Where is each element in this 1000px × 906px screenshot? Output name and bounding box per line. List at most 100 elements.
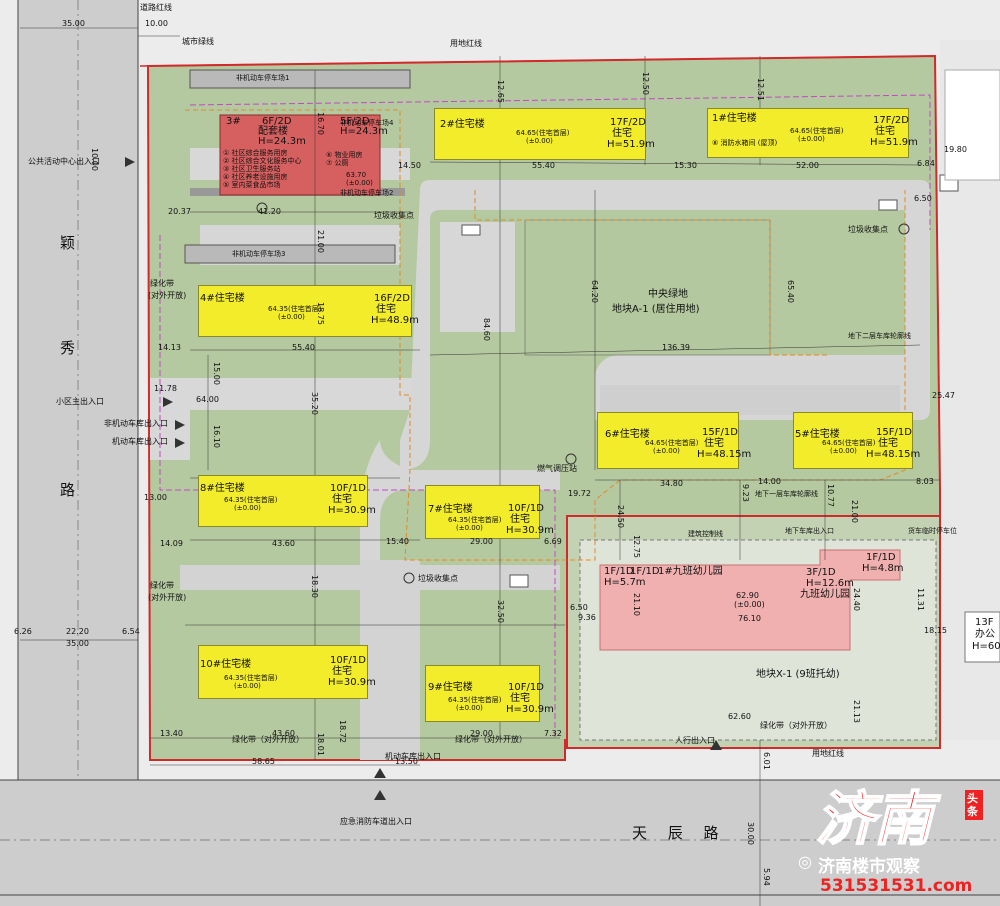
dim-41-20: 41.20: [258, 207, 281, 216]
b7-z: (±0.00): [456, 524, 483, 532]
b7-no: 7#住宅楼: [428, 504, 473, 515]
b3-item-3: ③ 社区卫生服务站: [223, 165, 281, 173]
b6-z: (±0.00): [653, 447, 680, 455]
building-2-residential: [434, 108, 646, 160]
watermark-tag: 头条: [965, 790, 983, 820]
watermark-sub: 济南楼市观察: [818, 857, 920, 877]
b1-no: 1#住宅楼: [712, 113, 757, 124]
dim-43-60-b: 43.60: [272, 729, 295, 738]
dim-14-13: 14.13: [158, 343, 181, 352]
b10-no: 10#住宅楼: [200, 659, 252, 670]
dim-9-36: 9.36: [578, 613, 596, 622]
dim-29-00-a: 29.00: [470, 537, 493, 546]
building-3-facility: [219, 114, 381, 196]
dim-13-40: 13.40: [160, 729, 183, 738]
label-yongdi-hongxian-top: 用地红线: [450, 39, 482, 48]
dim-10-00: 10.00: [145, 19, 168, 28]
label-garbage-1: 垃圾收集点: [374, 211, 414, 220]
dim-15-00: 15.00: [212, 362, 221, 385]
dim-6-54: 6.54: [122, 627, 140, 636]
label-chengshi-lvxian: 城市绿线: [182, 37, 214, 46]
kg-left2: H=5.7m: [604, 577, 646, 588]
dim-15-30: 15.30: [674, 161, 697, 170]
dim-62-60: 62.60: [728, 712, 751, 721]
dim-35-00-top: 35.00: [62, 19, 85, 28]
road-name-south: 天 辰 路: [632, 824, 727, 842]
label-nonmotor-parking-1: 非机动车停车场1: [236, 74, 290, 82]
road-name-west-3: 路: [60, 481, 76, 499]
b3-floors: 6F/2D: [262, 116, 292, 127]
b3-elev: 63.70: [346, 171, 367, 179]
b8-z: (±0.00): [234, 504, 261, 512]
dim-18-30: 18.30: [310, 575, 319, 598]
b8-h: H=30.9m: [328, 505, 376, 516]
dim-35-00-bottom: 35.00: [66, 639, 89, 648]
dim-6-50-b: 6.50: [570, 603, 588, 612]
b2-no: 2#住宅楼: [440, 119, 485, 130]
dim-25-47: 25.47: [932, 391, 955, 400]
dim-21-00-b: 21.00: [850, 500, 859, 523]
dim-9-23: 9.23: [741, 484, 750, 502]
watermark-phone: 531531531.com: [820, 876, 973, 896]
b9-h: H=30.9m: [506, 704, 554, 715]
b1-note: ⑧ 消防水箱间 (屋顶): [712, 139, 778, 147]
kindergarten-building: [599, 549, 901, 651]
kg-left1: 1F/1D: [604, 566, 634, 577]
office-name: 办公: [975, 629, 995, 640]
dim-14-50: 14.50: [398, 161, 421, 170]
dim-64-00: 64.00: [196, 395, 219, 404]
dim-52-00: 52.00: [796, 161, 819, 170]
b1-floors: 17F/2D: [873, 115, 909, 126]
building-8-residential: [198, 475, 368, 527]
b3-elev2: (±0.00): [346, 179, 373, 187]
label-central-green: 中央绿地: [648, 289, 688, 300]
b3-item-2: ② 社区综合文化服务中心: [223, 157, 302, 165]
b9-floors: 10F/1D: [508, 682, 544, 693]
dim-84-60: 84.60: [482, 318, 491, 341]
label-garbage-2: 垃圾收集点: [848, 225, 888, 234]
kg-mid2: H=12.6m: [806, 578, 854, 589]
b1-h: H=51.9m: [870, 137, 918, 148]
label-nonmotor-parking-2: 非机动车停车场2: [340, 189, 394, 197]
b8-floors: 10F/1D: [330, 483, 366, 494]
dim-6-01: 6.01: [762, 752, 771, 770]
label-nonmotor-parking-4: 非机动车停车场4: [340, 119, 394, 127]
b2-z: (±0.00): [526, 137, 553, 145]
b3-item-7: ⑦ 公厕: [326, 159, 349, 167]
building-7-residential: [425, 485, 540, 539]
dim-58-65: 58.65: [252, 757, 275, 766]
dim-18-75: 18.75: [316, 302, 325, 325]
label-basement-outline-1: 地下一层车库轮廓线: [755, 490, 818, 498]
b4-z: (±0.00): [278, 313, 305, 321]
dim-18-15: 18.15: [924, 626, 947, 635]
building-1-residential: [707, 108, 909, 158]
label-parking-note: 货车临时停车位: [908, 527, 957, 535]
b9-type: 住宅: [510, 693, 530, 704]
dim-32-50: 32.50: [496, 600, 505, 623]
b3-item-1: ① 社区综合服务用房: [223, 149, 288, 157]
dim-43-60-a: 43.60: [272, 539, 295, 548]
road-name-west-1: 颖: [60, 234, 76, 252]
dim-136-39: 136.39: [662, 343, 690, 352]
label-motor-entry-west: 机动车库出入口: [112, 437, 168, 446]
b10-z: (±0.00): [234, 682, 261, 690]
label-plot-a: 地块A-1 (居住用地): [612, 304, 700, 315]
b5-elev: 64.65(住宅首层): [822, 439, 876, 447]
b3-h2: H=24.3m: [340, 126, 388, 137]
south-road: [0, 780, 1000, 906]
b6-type: 住宅: [704, 438, 724, 449]
dim-16-70: 16.70: [316, 112, 325, 135]
label-green-belt-w1b: (对外开放): [148, 291, 187, 300]
b10-type: 住宅: [332, 666, 352, 677]
label-green-belt-s2: 绿化带（对外开放）: [455, 735, 527, 744]
b2-h: H=51.9m: [607, 139, 655, 150]
b6-elev: 64.65(住宅首层): [645, 439, 699, 447]
dim-8-03: 8.03: [916, 477, 934, 486]
dim-19-72: 19.72: [568, 489, 591, 498]
dim-20-37: 20.37: [168, 207, 191, 216]
dim-16-10: 16.10: [212, 425, 221, 448]
dim-12-75: 12.75: [632, 535, 641, 558]
b7-elev: 64.35(住宅首层): [448, 516, 502, 524]
b7-floors: 10F/1D: [508, 503, 544, 514]
